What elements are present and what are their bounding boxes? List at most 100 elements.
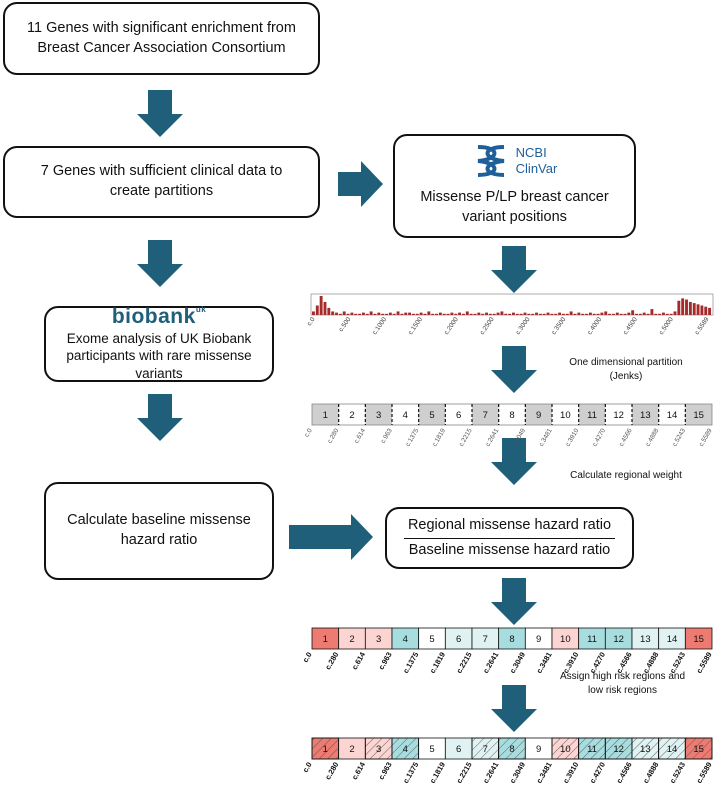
- risk-tick-label: c.0: [301, 761, 314, 775]
- box-baseline-text: Calculate baseline missense hazard ratio: [67, 512, 251, 548]
- histogram-bar: [473, 313, 477, 315]
- histogram-bar: [535, 312, 538, 315]
- histogram-bar: [592, 313, 596, 315]
- histogram-bar: [396, 311, 400, 315]
- histogram-bar: [312, 311, 315, 315]
- risk-label: 4: [403, 744, 408, 755]
- histogram-bar: [519, 313, 523, 315]
- box-clinvar: NCBI ClinVar Missense P/LP breast cancer…: [393, 134, 636, 238]
- partition-segment: [525, 404, 552, 425]
- weighted-tick-label: c.5243: [668, 651, 687, 675]
- weighted-label: 1: [323, 634, 328, 645]
- partition-tick-label: c.614: [353, 427, 367, 445]
- histogram-bar: [623, 313, 627, 315]
- histogram-bar: [577, 312, 581, 315]
- partition-label: 14: [667, 410, 678, 421]
- risk-tick-label: c.1819: [428, 761, 447, 785]
- histogram-bar: [573, 313, 577, 315]
- weighted-tick-label: c.0: [301, 651, 314, 665]
- partition-segment: [552, 404, 579, 425]
- partition-segment: [685, 404, 712, 425]
- partition-tick-label: c.3910: [565, 427, 581, 448]
- histogram-bar: [385, 313, 388, 315]
- partition-segment: [605, 404, 632, 425]
- histogram-bar: [631, 310, 635, 315]
- partition-segment: [312, 404, 339, 425]
- weighted-tick-label: c.963: [377, 651, 394, 672]
- weighted-label: 5: [429, 634, 434, 645]
- histogram-bar: [477, 312, 481, 315]
- histogram-bar: [500, 311, 504, 315]
- histogram-bar: [315, 305, 319, 315]
- risk-tick-label: c.4566: [614, 761, 633, 785]
- histogram-bar: [327, 307, 331, 315]
- risk-label: 10: [560, 744, 571, 755]
- weighted-label: 6: [456, 634, 461, 645]
- histogram-tick-label: c.1000: [371, 316, 388, 336]
- histogram-bar: [346, 313, 350, 315]
- risk-tick-label: c.1375: [401, 761, 420, 785]
- histogram-bar: [685, 299, 688, 315]
- partition-segment: [658, 404, 686, 425]
- weighted-segment: [684, 627, 713, 650]
- risk-label: 6: [456, 744, 461, 755]
- box-11-genes: 11 Genes with significant enrichment fro…: [3, 2, 320, 75]
- histogram-bar: [696, 304, 700, 315]
- histogram-bar: [665, 313, 669, 315]
- ratio-numerator: Regional missense hazard ratio: [403, 516, 616, 539]
- histogram-bar: [700, 305, 704, 315]
- partition-label: 4: [403, 410, 408, 421]
- histogram-bar: [642, 312, 646, 315]
- partition-segment: [418, 404, 446, 425]
- histogram-bar: [523, 312, 527, 315]
- histogram-bar: [692, 303, 696, 315]
- partition-label: 13: [640, 410, 651, 421]
- weighted-label: 9: [536, 634, 541, 645]
- arrow-down-icon: [491, 578, 537, 625]
- weighted-tick-label: c.3049: [508, 651, 527, 675]
- weighted-tick-label: c.4566: [614, 651, 633, 675]
- partition-tick-label: c.4566: [618, 427, 634, 448]
- partition-tick-label: c.1375: [405, 427, 421, 448]
- box-7-genes: 7 Genes with sufficient clinical data to…: [3, 146, 320, 218]
- note-regional-weight: Calculate regional weight: [570, 470, 682, 481]
- histogram-bar: [412, 313, 415, 315]
- risk-hatch: [684, 737, 713, 760]
- histogram-bar: [458, 312, 462, 315]
- histogram-tick-label: c.5589: [694, 316, 711, 336]
- risk-label: 2: [349, 744, 354, 755]
- histogram-tick-label: c.3000: [515, 316, 532, 336]
- histogram-bar: [381, 313, 385, 315]
- risk-label: 3: [376, 744, 381, 755]
- histogram-bar: [481, 313, 485, 315]
- histogram-bar: [681, 298, 685, 315]
- histogram-bar: [492, 313, 496, 315]
- histogram-bar: [646, 313, 650, 315]
- ratio-denominator: Baseline missense hazard ratio: [408, 541, 611, 558]
- partition-label: 10: [560, 410, 571, 421]
- histogram-bar: [635, 313, 638, 315]
- risk-label: 11: [587, 744, 597, 755]
- histogram-bar: [562, 313, 565, 315]
- partition-label: 8: [509, 410, 514, 421]
- partition-label: 7: [483, 410, 488, 421]
- risk-label: 9: [536, 744, 541, 755]
- risk-label: 8: [509, 744, 514, 755]
- histogram-bar: [462, 313, 465, 315]
- note-partition: One dimensional partition (Jenks): [569, 357, 683, 382]
- partition-segment: [445, 404, 472, 425]
- arrow-down-icon: [491, 438, 537, 485]
- risk-tick-label: c.2215: [454, 761, 473, 785]
- histogram-bar: [662, 312, 665, 315]
- clinvar-logo-clinvar: ClinVar: [515, 161, 558, 176]
- histogram-bar: [485, 312, 488, 315]
- histogram-bar: [600, 312, 604, 315]
- histogram-bar: [342, 311, 346, 315]
- box-biobank-text: Exome analysis of UK Biobank participant…: [66, 330, 252, 381]
- histogram-bar: [438, 312, 442, 315]
- arrow-down-icon: [491, 246, 537, 293]
- histogram-bar: [550, 313, 554, 315]
- histogram-bar: [608, 313, 612, 315]
- weighted-tick-label: c.2215: [454, 651, 473, 675]
